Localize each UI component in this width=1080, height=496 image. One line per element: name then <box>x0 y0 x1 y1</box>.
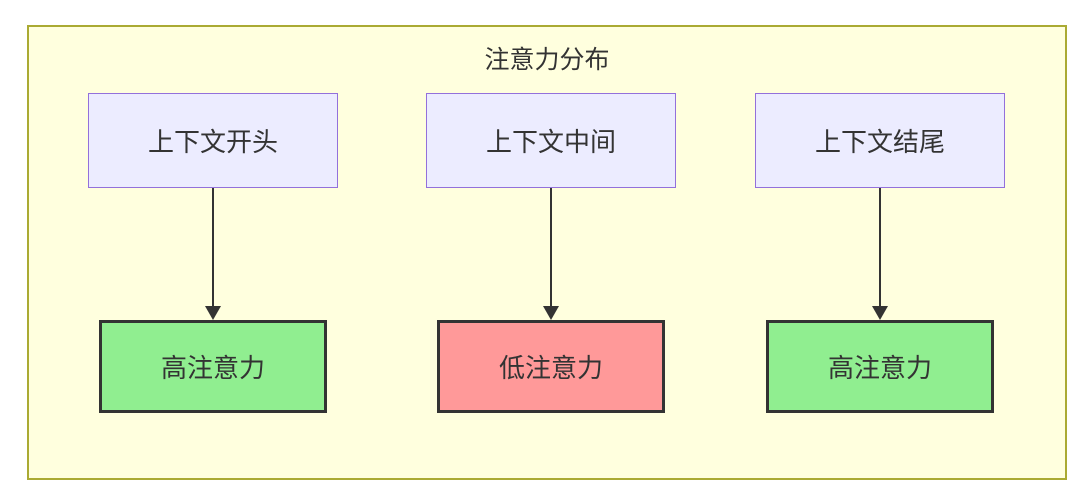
flow-column-context-end: 上下文结尾 高注意力 <box>750 93 1010 413</box>
arrow-line <box>212 188 214 306</box>
node-context-middle: 上下文中间 <box>426 93 676 188</box>
arrow-line <box>550 188 552 306</box>
node-high-attention-2: 高注意力 <box>766 320 994 413</box>
node-context-start: 上下文开头 <box>88 93 338 188</box>
flow-column-context-middle: 上下文中间 低注意力 <box>421 93 681 413</box>
diagram-frame: 注意力分布 上下文开头 高注意力 上下文中间 低注意力 上下文结尾 高注意力 <box>27 25 1067 480</box>
arrow-line <box>879 188 881 306</box>
diagram-title: 注意力分布 <box>484 46 610 74</box>
arrow-head <box>543 306 559 320</box>
node-high-attention-1: 高注意力 <box>99 320 327 413</box>
arrow-down-icon <box>205 188 221 320</box>
flow-column-context-start: 上下文开头 高注意力 <box>83 93 343 413</box>
arrow-head <box>872 306 888 320</box>
node-context-end: 上下文结尾 <box>755 93 1005 188</box>
arrow-head <box>205 306 221 320</box>
arrow-down-icon <box>872 188 888 320</box>
node-low-attention: 低注意力 <box>437 320 665 413</box>
arrow-down-icon <box>543 188 559 320</box>
